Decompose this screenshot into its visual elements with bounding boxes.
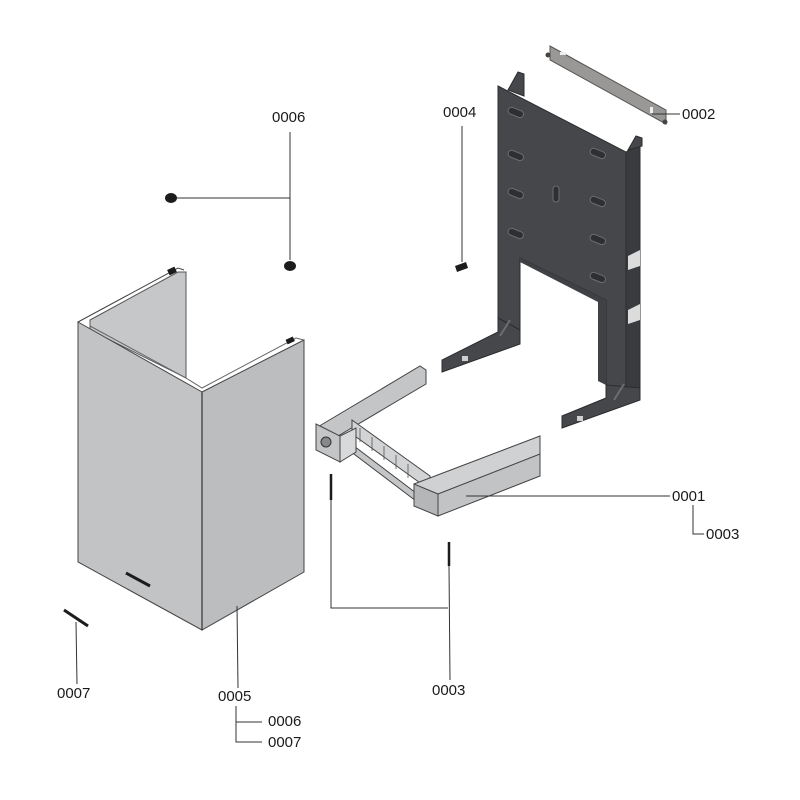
label-0007: 0007 [57,685,91,702]
label-0005-sub-0007: 0007 [268,734,302,751]
mounting-frame[interactable] [441,71,643,429]
base-frame[interactable] [315,365,541,517]
label-0003: 0003 [432,682,466,699]
front-casing[interactable] [77,266,305,631]
label-0005-sub-0006: 0006 [268,713,302,730]
label-0002: 0002 [682,106,716,123]
label-0005: 0005 [218,688,252,705]
screw-pins[interactable] [329,474,451,566]
emblem-badge[interactable] [63,608,89,628]
casing-caps[interactable] [165,193,296,271]
small-clip[interactable] [455,262,468,272]
leader-lines [75,113,704,743]
label-0006: 0006 [272,109,306,126]
top-bracket-strip[interactable] [545,45,668,125]
label-0004: 0004 [443,104,477,121]
label-0001-sub-0003: 0003 [706,526,740,543]
label-0001: 0001 [672,488,706,505]
